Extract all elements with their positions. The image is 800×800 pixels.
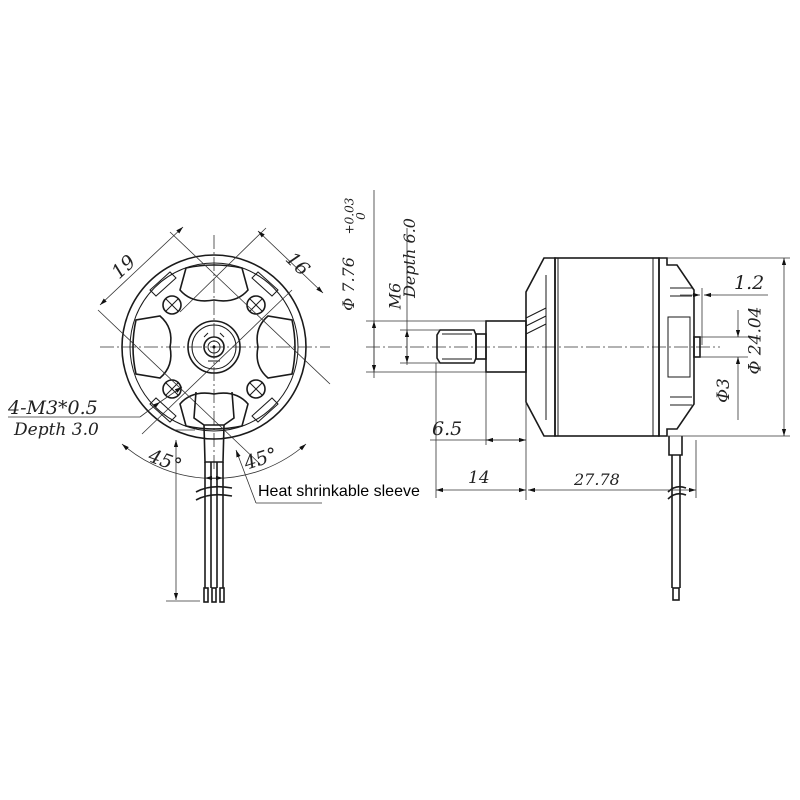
dim-1-2-label: 1.2 — [734, 272, 765, 294]
dim-14-label: 14 — [468, 468, 490, 488]
dim-6-5-label: 6.5 — [432, 418, 463, 440]
body-dia-label: Φ 24.04 — [745, 306, 766, 375]
front-view — [8, 226, 331, 603]
thread-spec-label: 4-M3*0.5 — [8, 397, 98, 419]
side-view — [366, 190, 790, 601]
rear-shaft-dia-label: Φ3 — [713, 378, 734, 403]
thread-depth-label: Depth 3.0 — [14, 420, 99, 440]
shaft-diameter-label: Φ 7.76 — [338, 257, 358, 311]
motor-outer-ring — [121, 254, 307, 440]
heat-shrink-sleeve-label: Heat shrinkable sleeve — [258, 483, 420, 500]
m6-depth-label: Depth 6.0 — [399, 218, 419, 298]
dim-27-78-label: 27.78 — [574, 470, 620, 489]
shaft-tol-lower-label: 0 — [353, 212, 368, 220]
